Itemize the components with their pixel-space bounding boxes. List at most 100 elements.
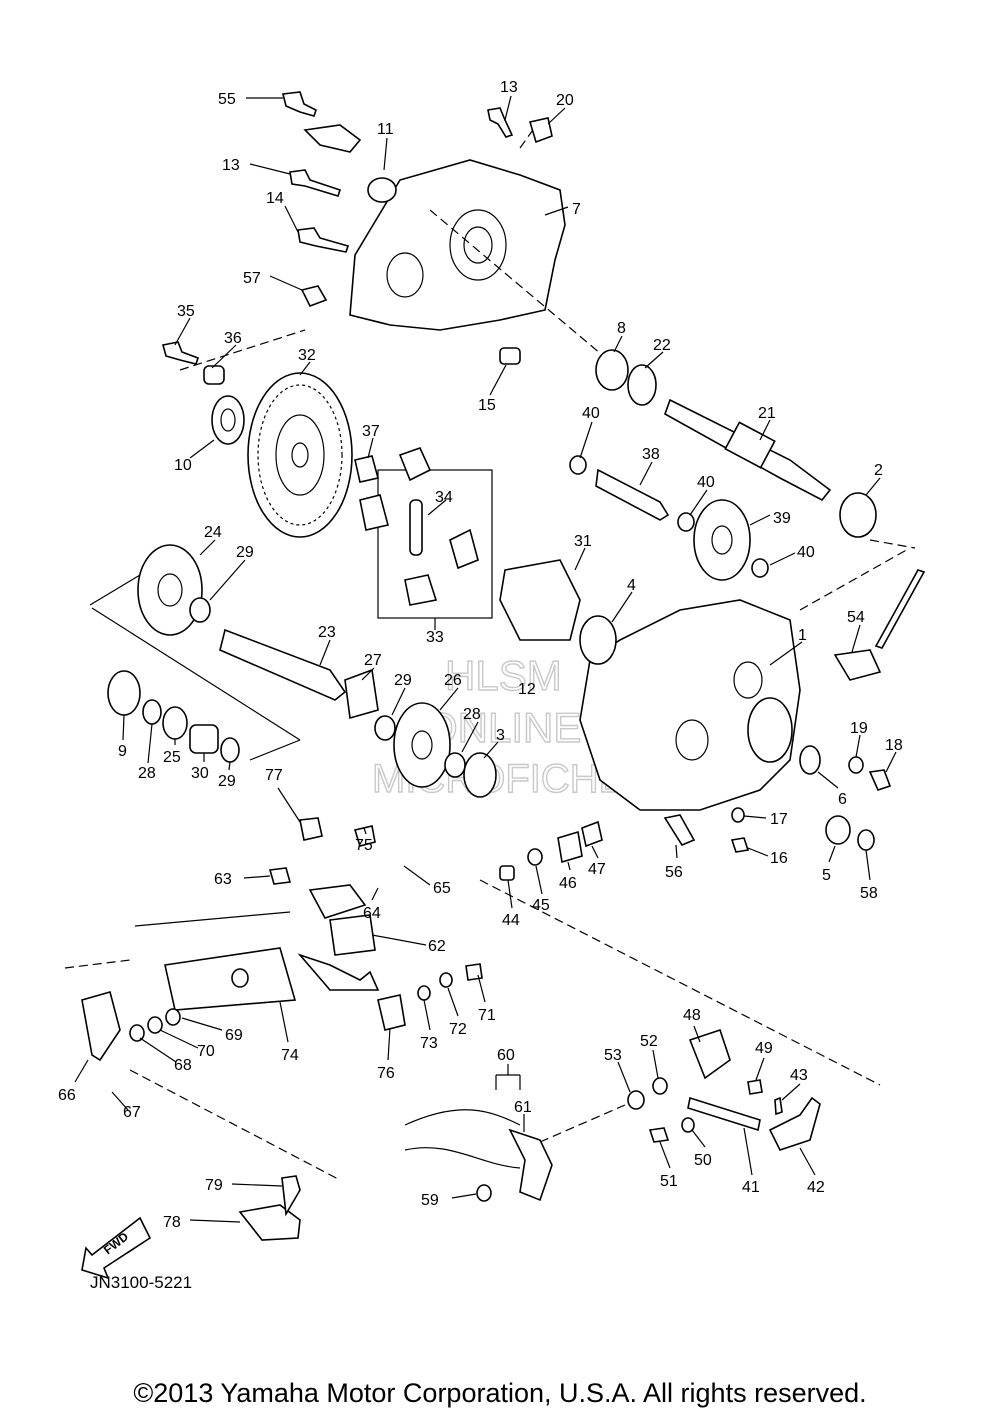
callout-61: 61 bbox=[514, 1099, 532, 1116]
callout-43: 43 bbox=[790, 1067, 808, 1084]
callout-47: 47 bbox=[588, 861, 606, 878]
drive-shaft-assembly bbox=[569, 349, 916, 581]
callout-13-top: 13 bbox=[500, 79, 518, 96]
callout-1: 1 bbox=[798, 627, 807, 644]
callout-75: 75 bbox=[355, 837, 373, 854]
callout-53: 53 bbox=[604, 1047, 622, 1064]
callout-74: 74 bbox=[281, 1047, 299, 1064]
callout-29-a: 29 bbox=[236, 544, 254, 561]
callout-66: 66 bbox=[58, 1087, 76, 1104]
callout-9: 9 bbox=[118, 743, 127, 760]
callout-26: 26 bbox=[444, 672, 462, 689]
callout-49: 49 bbox=[755, 1040, 773, 1057]
callout-22: 22 bbox=[653, 337, 671, 354]
fwd-arrow: FWD bbox=[81, 1216, 152, 1280]
callout-44: 44 bbox=[502, 912, 520, 929]
callout-28-a: 28 bbox=[463, 706, 481, 723]
callout-58: 58 bbox=[860, 885, 878, 902]
callout-77: 77 bbox=[265, 767, 283, 784]
callout-16: 16 bbox=[770, 850, 788, 867]
callout-78: 78 bbox=[163, 1214, 181, 1231]
ring-gear bbox=[162, 329, 353, 538]
callout-60: 60 bbox=[497, 1047, 515, 1064]
callout-70: 70 bbox=[197, 1043, 215, 1060]
callout-25: 25 bbox=[163, 749, 181, 766]
callout-51: 51 bbox=[660, 1173, 678, 1190]
callout-6: 6 bbox=[838, 791, 847, 808]
callout-56: 56 bbox=[665, 864, 683, 881]
callout-40-a: 40 bbox=[582, 405, 600, 422]
callout-31: 31 bbox=[574, 533, 592, 550]
callout-50: 50 bbox=[694, 1152, 712, 1169]
callout-29-c: 29 bbox=[218, 773, 236, 790]
leader-lines bbox=[74, 95, 897, 1223]
callout-24: 24 bbox=[204, 524, 222, 541]
callout-39: 39 bbox=[773, 510, 791, 527]
callout-5: 5 bbox=[822, 867, 831, 884]
callout-33: 33 bbox=[426, 629, 444, 646]
callout-64: 64 bbox=[363, 905, 381, 922]
callout-32: 32 bbox=[298, 347, 316, 364]
callout-8: 8 bbox=[617, 320, 626, 337]
callout-48: 48 bbox=[683, 1007, 701, 1024]
callout-79: 79 bbox=[205, 1177, 223, 1194]
crankcase-cover bbox=[349, 119, 621, 371]
callout-63: 63 bbox=[214, 871, 232, 888]
callout-73: 73 bbox=[420, 1035, 438, 1052]
callout-13-left: 13 bbox=[222, 157, 240, 174]
callout-2: 2 bbox=[874, 462, 883, 479]
callout-59: 59 bbox=[421, 1192, 439, 1209]
callout-62: 62 bbox=[428, 938, 446, 955]
callout-7: 7 bbox=[572, 201, 581, 218]
callout-12: 12 bbox=[518, 681, 536, 698]
callout-19: 19 bbox=[850, 720, 868, 737]
callout-67: 67 bbox=[123, 1104, 141, 1121]
callout-15: 15 bbox=[478, 397, 496, 414]
callout-38: 38 bbox=[642, 446, 660, 463]
callout-57: 57 bbox=[243, 270, 261, 287]
differential-gears bbox=[354, 447, 493, 619]
callout-27: 27 bbox=[364, 652, 382, 669]
top-hardware bbox=[282, 91, 553, 308]
exploded-parts-diagram: HLSM ONLINE MICROFICHE bbox=[58, 79, 926, 1292]
watermark-line-1: HLSM bbox=[445, 652, 562, 699]
callout-21: 21 bbox=[758, 405, 776, 422]
callout-14: 14 bbox=[266, 190, 284, 207]
copyright-notice: ©2013 Yamaha Motor Corporation, U.S.A. A… bbox=[133, 1378, 867, 1408]
transmission-case bbox=[499, 547, 926, 853]
callout-20: 20 bbox=[556, 92, 574, 109]
secondary-shaft-assembly bbox=[89, 544, 497, 798]
callout-55: 55 bbox=[218, 91, 236, 108]
callout-40-b: 40 bbox=[697, 474, 715, 491]
callout-72: 72 bbox=[449, 1021, 467, 1038]
callout-37: 37 bbox=[362, 423, 380, 440]
callout-41: 41 bbox=[742, 1179, 760, 1196]
callout-29-b: 29 bbox=[394, 672, 412, 689]
callout-28-b: 28 bbox=[138, 765, 156, 782]
callout-65: 65 bbox=[433, 880, 451, 897]
diagram-code: JN3100-5221 bbox=[90, 1273, 192, 1292]
callout-36: 36 bbox=[224, 330, 242, 347]
bottom-shift-parts bbox=[238, 1028, 821, 1241]
callout-4: 4 bbox=[627, 577, 636, 594]
callout-46: 46 bbox=[559, 875, 577, 892]
callout-11: 11 bbox=[377, 121, 394, 138]
callout-30: 30 bbox=[191, 765, 209, 782]
callout-10: 10 bbox=[174, 457, 192, 474]
callout-40-c: 40 bbox=[797, 544, 815, 561]
callout-76: 76 bbox=[377, 1065, 395, 1082]
callout-34: 34 bbox=[435, 489, 453, 506]
callout-42: 42 bbox=[807, 1179, 825, 1196]
callout-71: 71 bbox=[478, 1007, 496, 1024]
callout-18: 18 bbox=[885, 737, 903, 754]
callout-3: 3 bbox=[496, 727, 505, 744]
callout-17: 17 bbox=[770, 811, 788, 828]
callout-labels: 55 13 20 11 13 7 14 57 35 36 32 8 22 15 … bbox=[58, 79, 903, 1231]
shift-linkage bbox=[64, 817, 881, 1181]
callout-23: 23 bbox=[318, 624, 336, 641]
callout-52: 52 bbox=[640, 1033, 658, 1050]
callout-68: 68 bbox=[174, 1057, 192, 1074]
callout-54: 54 bbox=[847, 609, 865, 626]
callout-35: 35 bbox=[177, 303, 195, 320]
callout-69: 69 bbox=[225, 1027, 243, 1044]
